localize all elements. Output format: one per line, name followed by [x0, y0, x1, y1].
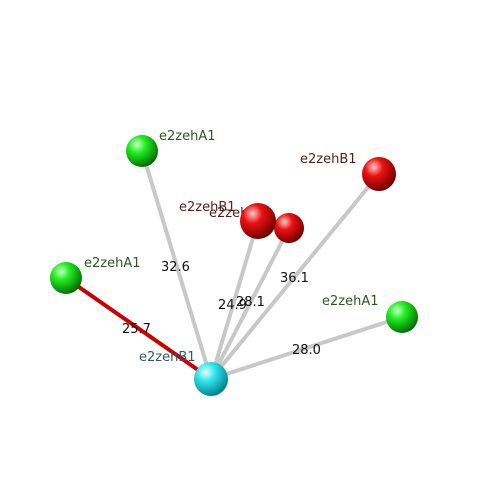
atom-r3[interactable] — [362, 157, 396, 191]
distance-label-r2: 28.1 — [236, 295, 265, 310]
bond-center-r1 — [209, 219, 260, 381]
node-label-r2: e2zeh — [209, 206, 248, 221]
node-label-g2: e2zehA1 — [84, 256, 141, 271]
node-label-r3: e2zehB1 — [300, 152, 357, 167]
bond-center-g2 — [64, 276, 213, 381]
distance-labels: 32.6 25.7 28.0 24.9 28.1 36.1 — [122, 260, 321, 358]
bond-center-r3 — [209, 172, 381, 381]
node-label-r1: e2zehB1 — [179, 200, 236, 215]
atom-g3[interactable] — [386, 301, 418, 333]
atom-labels: e2zehA1 e2zehA1 e2zehA1 e2zehB1 e2zeh e2… — [84, 129, 379, 365]
bonds-layer — [64, 149, 404, 381]
distance-label-r1: 24.9 — [218, 298, 247, 313]
atom-r1[interactable] — [240, 203, 276, 239]
bond-center-r2 — [209, 226, 291, 381]
distance-label-g2: 25.7 — [122, 322, 151, 337]
node-label-g1: e2zehA1 — [159, 129, 216, 144]
atom-center[interactable] — [194, 362, 228, 396]
atoms-layer — [50, 135, 418, 396]
node-label-g3: e2zehA1 — [322, 294, 379, 309]
atom-g2[interactable] — [50, 262, 82, 294]
atom-g1[interactable] — [126, 135, 158, 167]
node-label-center: e2zehB1 — [139, 350, 196, 365]
atom-r2[interactable] — [274, 213, 304, 243]
bond-center-g1 — [140, 149, 213, 381]
bond-center-g3 — [209, 315, 404, 381]
distance-label-r3: 36.1 — [280, 271, 309, 286]
distance-label-g1: 32.6 — [161, 260, 190, 275]
distance-label-g3: 28.0 — [292, 343, 321, 358]
